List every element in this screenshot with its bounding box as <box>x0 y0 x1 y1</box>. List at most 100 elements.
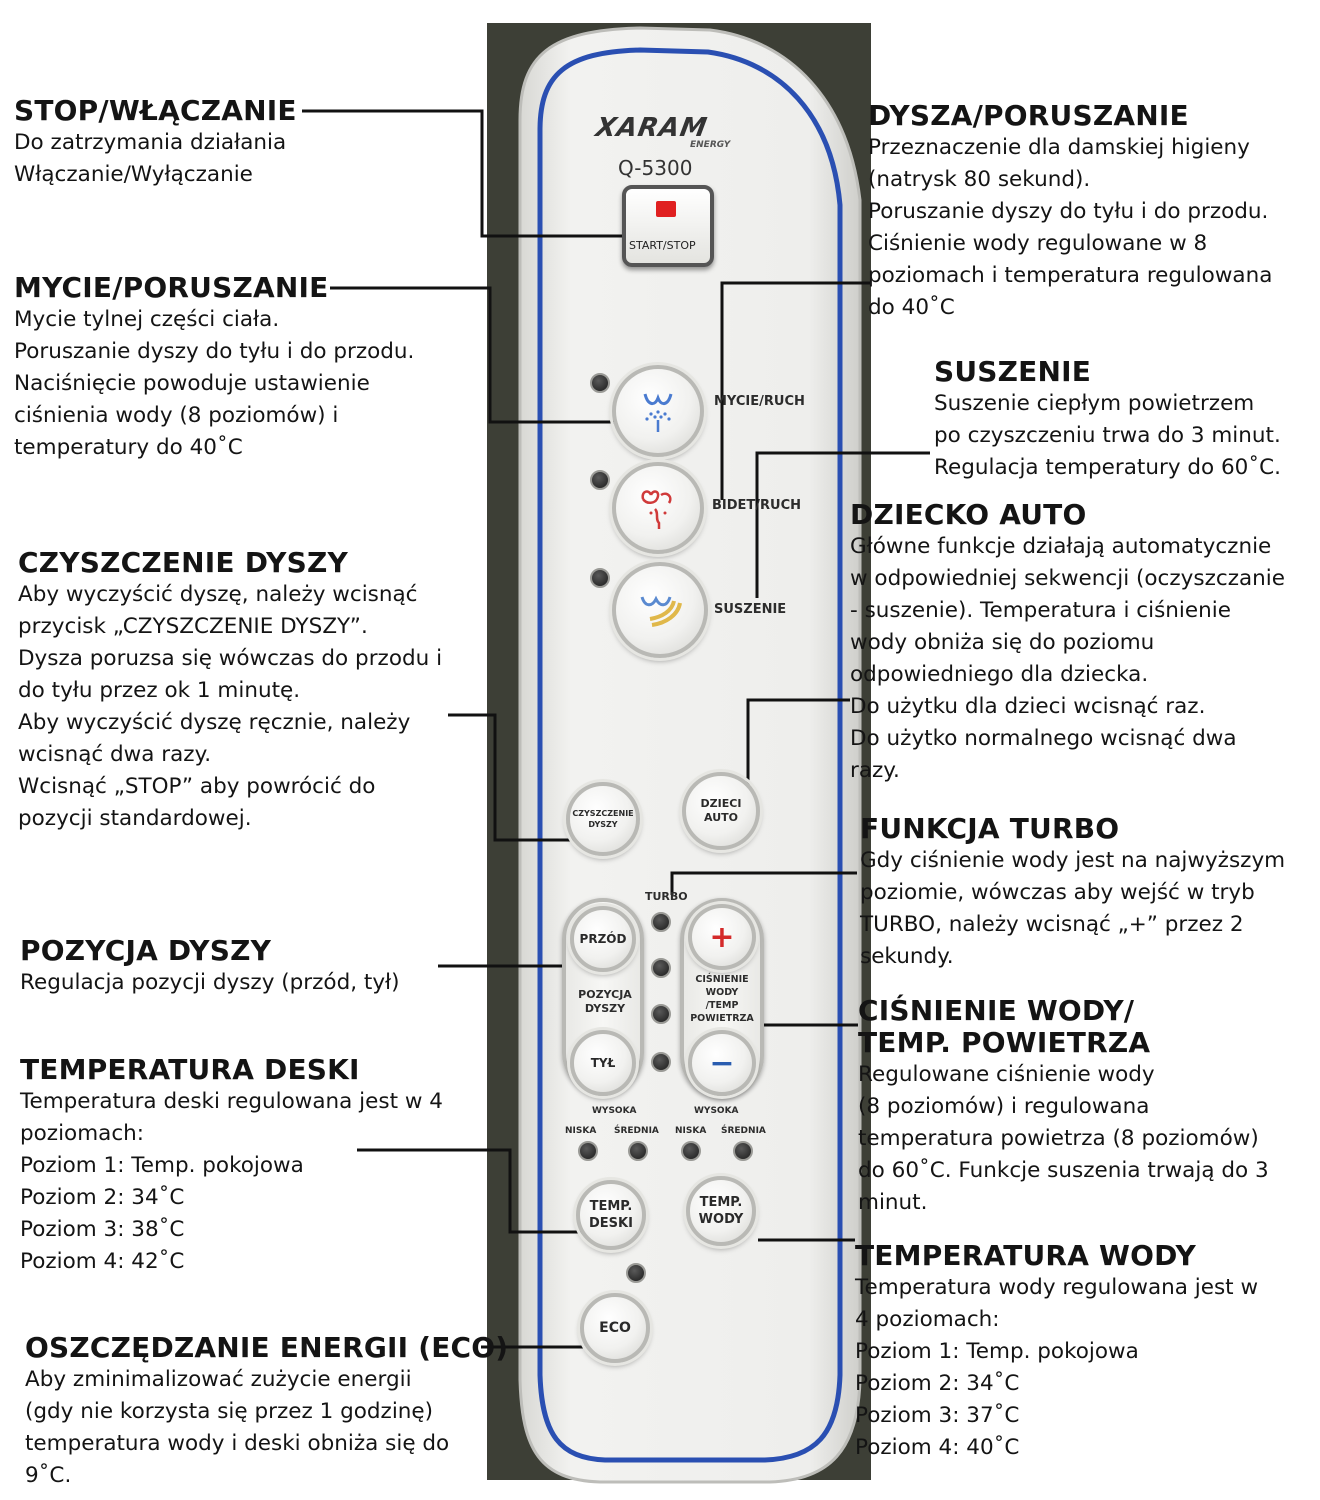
mycie-label: MYCIE/RUCH <box>714 394 805 409</box>
annotation-woda-line: Poziom 2: 34˚C <box>855 1371 1020 1396</box>
rear-wash-icon <box>643 393 673 432</box>
temp-deski-button[interactable]: TEMP. DESKI <box>576 1180 646 1250</box>
annotation-suszenie: SUSZENIE Suszenie ciepłym powietrzem po … <box>934 356 1281 484</box>
seat-level-led-2 <box>628 1141 648 1161</box>
niska-left-label: NISKA <box>565 1126 597 1136</box>
annotation-woda-title: TEMPERATURA WODY <box>855 1239 1196 1272</box>
annotation-eco-title: OSZCZĘDZANIE ENERGII (ECO) <box>25 1331 509 1364</box>
annotation-woda-line: 4 poziomach: <box>855 1307 1000 1332</box>
remote-blue-border <box>537 47 843 1463</box>
annotation-czyszczenie: CZYSZCZENIE DYSZY Aby wyczyścić dyszę, n… <box>18 547 442 835</box>
annotation-dysza-title: DYSZA/PORUSZANIE <box>868 99 1189 132</box>
bidet-button[interactable] <box>612 462 704 554</box>
annotation-woda-line: Temperatura wody regulowana jest w <box>855 1275 1259 1300</box>
annotation-turbo-line: Gdy ciśnienie wody jest na najwyższym <box>860 848 1286 873</box>
annotation-cisnienie-line: (8 poziomów) i regulowana <box>858 1094 1150 1119</box>
annotation-dziecko-line: - suszenie). Temperatura i ciśnienie <box>850 598 1231 623</box>
bidet-led <box>590 470 610 490</box>
cisnienie-label: CIŚNIENIE WODY /TEMP POWIETRZA <box>684 973 760 1025</box>
dzieci-label-1: DZIECI <box>700 797 742 810</box>
bidet-label: BIDET/RUCH <box>712 498 802 513</box>
plus-button[interactable]: + <box>688 904 756 970</box>
annotation-cisnienie-line: Regulowane ciśnienie wody <box>858 1062 1155 1087</box>
minus-button[interactable]: − <box>688 1030 756 1096</box>
annotation-pozycja-line: Regulacja pozycji dyszy (przód, tył) <box>20 970 400 995</box>
suszenie-button[interactable] <box>612 562 708 658</box>
dry-icon <box>640 595 682 627</box>
temp-wody-label-2: WODY <box>698 1212 744 1227</box>
annotation-cisnienie-line: temperatura powietrza (8 poziomów) <box>858 1126 1259 1151</box>
temp-wody-button[interactable]: TEMP. WODY <box>686 1176 756 1246</box>
annotation-dziecko-line: Główne funkcje działają automatycznie <box>850 534 1272 559</box>
annotation-deska-line: Poziom 2: 34˚C <box>20 1185 185 1210</box>
annotation-deska-line: Poziom 1: Temp. pokojowa <box>20 1153 304 1178</box>
dzieci-auto-button[interactable]: DZIECI AUTO <box>682 772 760 850</box>
annotation-dziecko-line: w odpowiedniej sekwencji (oczyszczanie <box>850 566 1285 591</box>
seat-level-led-1 <box>578 1141 598 1161</box>
annotation-suszenie-line: Regulacja temperatury do 60˚C. <box>934 455 1281 480</box>
annotation-cisnienie-title: CIŚNIENIE WODY/ <box>858 994 1135 1027</box>
annotation-mycie: MYCIE/PORUSZANIE Mycie tylnej części cia… <box>14 272 414 464</box>
annotation-suszenie-line: po czyszczeniu trwa do 3 minut. <box>934 423 1281 448</box>
annotation-deska-title: TEMPERATURA DESKI <box>20 1053 360 1086</box>
annotation-cisnienie: CIŚNIENIE WODY/ TEMP. POWIETRZA Regulowa… <box>858 995 1269 1219</box>
annotation-czyszczenie-line: Wcisnąć „STOP” aby powrócić do <box>18 774 376 799</box>
annotation-stop-line: Włączanie/Wyłączanie <box>14 162 253 187</box>
annotation-czyszczenie-line: Aby wyczyścić dyszę ręcznie, należy <box>18 710 411 735</box>
annotation-eco-line: Aby zminimalizować zużycie energii <box>25 1367 412 1392</box>
level-led-2 <box>651 958 671 978</box>
annotation-dysza-line: poziomach i temperatura regulowana <box>868 263 1273 288</box>
przod-button[interactable]: PRZÓD <box>570 906 636 972</box>
pozycja-label-1: POZYCJA <box>578 988 632 1001</box>
eco-button[interactable]: ECO <box>580 1293 650 1363</box>
czyszczenie-button[interactable]: CZYSZCZENIE DYSZY <box>566 782 640 856</box>
brand-sub: ENERGY <box>690 140 731 150</box>
annotation-woda-line: Poziom 1: Temp. pokojowa <box>855 1339 1139 1364</box>
annotation-czyszczenie-title: CZYSZCZENIE DYSZY <box>18 546 348 579</box>
annotation-deska-line: Temperatura deski regulowana jest w 4 <box>20 1089 443 1114</box>
czyszczenie-label-2: DYSZY <box>588 820 618 829</box>
line-deska <box>357 1148 590 1234</box>
mycie-button[interactable] <box>612 365 704 457</box>
annotation-pozycja-title: POZYCJA DYSZY <box>20 934 272 967</box>
level-led-4 <box>651 1052 671 1072</box>
annotation-mycie-title: MYCIE/PORUSZANIE <box>14 271 329 304</box>
annotation-turbo-title: FUNKCJA TURBO <box>860 812 1120 845</box>
start-stop-label: START/STOP <box>629 239 696 252</box>
przod-label: PRZÓD <box>579 932 627 946</box>
annotation-eco-line: (gdy nie korzysta się przez 1 godzinę) <box>25 1399 434 1424</box>
minus-icon: − <box>709 1045 735 1081</box>
cisnienie-label-2: WODY <box>705 987 739 998</box>
water-level-led-1 <box>681 1141 701 1161</box>
line-dziecko <box>746 698 850 795</box>
wysoka-right-label: WYSOKA <box>694 1106 739 1116</box>
annotation-cisnienie-title2: TEMP. POWIETRZA <box>858 1026 1151 1059</box>
annotation-dziecko-line: Do użytku dla dzieci wcisnąć raz. <box>850 694 1206 719</box>
line-stop <box>302 109 625 238</box>
annotation-deska-line: Poziom 3: 38˚C <box>20 1217 185 1242</box>
line-dysza <box>720 281 870 500</box>
annotation-mycie-line: Poruszanie dyszy do tyłu i do przodu. <box>14 339 415 364</box>
annotation-woda-line: Poziom 4: 40˚C <box>855 1435 1020 1460</box>
cisnienie-label-4: POWIETRZA <box>690 1013 754 1024</box>
czyszczenie-label-1: CZYSZCZENIE <box>572 809 634 818</box>
brand-logo: XARAM <box>593 113 710 143</box>
start-stop-button[interactable]: START/STOP <box>622 185 714 267</box>
annotation-dziecko-line: Do użytko normalnego wcisnąć dwa <box>850 726 1237 751</box>
dzieci-label-2: AUTO <box>704 811 738 824</box>
annotation-suszenie-line: Suszenie ciepłym powietrzem <box>934 391 1255 416</box>
annotation-czyszczenie-line: przycisk „CZYSZCZENIE DYSZY”. <box>18 614 368 639</box>
annotation-dziecko: DZIECKO AUTO Główne funkcje działają aut… <box>850 499 1285 787</box>
wysoka-left-label: WYSOKA <box>592 1106 637 1116</box>
annotation-mycie-line: temperatury do 40˚C <box>14 435 243 460</box>
tyl-button[interactable]: TYŁ <box>570 1030 636 1096</box>
annotation-mycie-line: Naciśnięcie powoduje ustawienie <box>14 371 370 396</box>
annotation-dysza-line: Ciśnienie wody regulowane w 8 <box>868 231 1208 256</box>
line-czyszczenie <box>448 713 578 842</box>
suszenie-label: SUSZENIE <box>714 602 787 617</box>
pozycja-dyszy-label: POZYCJA DYSZY <box>575 988 635 1016</box>
plus-icon: + <box>709 919 735 955</box>
level-led-1 <box>651 912 671 932</box>
line-mycie <box>330 286 640 424</box>
srednia-right-label: ŚREDNIA <box>721 1126 766 1136</box>
